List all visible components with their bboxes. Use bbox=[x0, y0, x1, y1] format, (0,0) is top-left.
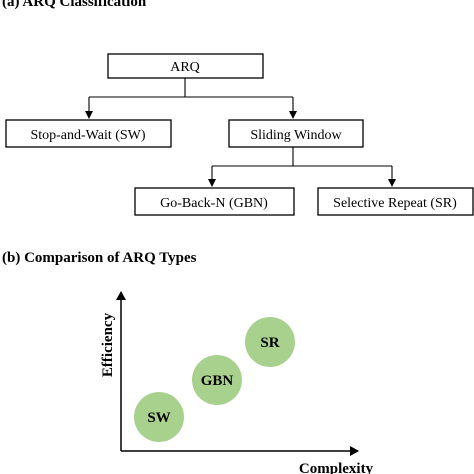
section-a-heading: (a) ARQ Classification bbox=[2, 0, 147, 10]
bubble-gbn-circle bbox=[192, 355, 242, 405]
bubble-sr-label: SR bbox=[260, 335, 279, 351]
node-arq: ARQ bbox=[107, 53, 264, 79]
comparison-bubbles: SW GBN SR bbox=[134, 317, 295, 442]
node-stop-and-wait-label: Stop-and-Wait (SW) bbox=[30, 128, 145, 143]
bubble-sw-label: SW bbox=[147, 410, 170, 426]
node-selective-repeat-label: Selective Repeat (SR) bbox=[333, 196, 457, 211]
bubble-sw: SW bbox=[134, 392, 184, 442]
node-sliding-window: Sliding Window bbox=[228, 119, 364, 148]
node-selective-repeat: Selective Repeat (SR) bbox=[317, 187, 474, 216]
bubble-sw-circle bbox=[134, 392, 184, 442]
y-axis-label: Efficiency bbox=[100, 312, 116, 377]
section-b-heading: (b) Comparison of ARQ Types bbox=[2, 250, 197, 266]
bubble-gbn: GBN bbox=[192, 355, 242, 405]
node-go-back-n: Go-Back-N (GBN) bbox=[134, 187, 295, 216]
node-arq-label: ARQ bbox=[170, 60, 200, 75]
node-go-back-n-label: Go-Back-N (GBN) bbox=[160, 196, 268, 211]
tree-connectors bbox=[85, 78, 396, 187]
node-sliding-window-label: Sliding Window bbox=[250, 128, 342, 143]
bubble-gbn-label: GBN bbox=[201, 373, 234, 389]
bubble-sr: SR bbox=[245, 317, 295, 367]
node-stop-and-wait: Stop-and-Wait (SW) bbox=[5, 119, 172, 148]
bubble-sr-circle bbox=[245, 317, 295, 367]
comparison-axes: Efficiency Complexity bbox=[100, 291, 374, 474]
x-axis-label: Complexity bbox=[299, 461, 374, 474]
